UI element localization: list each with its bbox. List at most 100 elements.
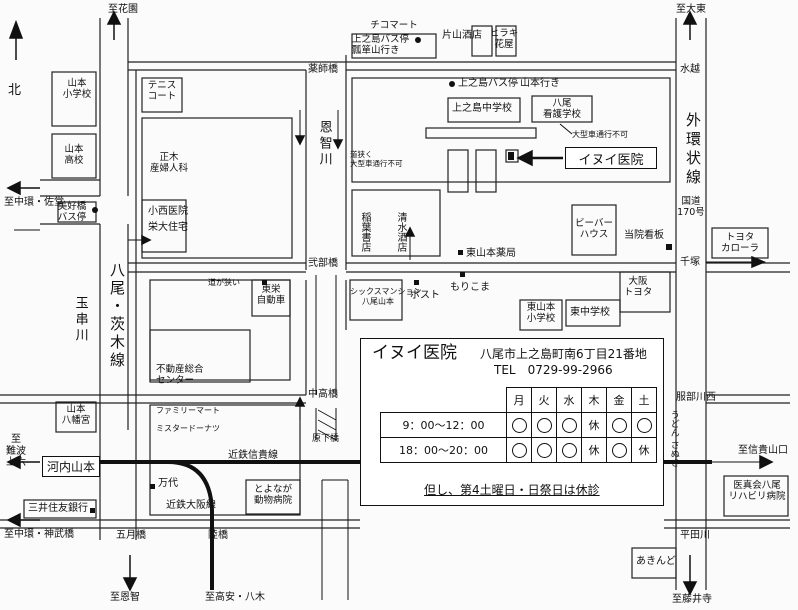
label-katayama-saketen: 片山酒店 [442,30,482,41]
hours-time-morning: 9：00～12：00 [380,412,507,438]
label-konishi-clinic: 小西医院 [148,206,188,217]
label-yamamoto-elem: 山本 小学校 [62,78,92,101]
label-masaki-clinic: 正木 産婦人科 [149,152,188,175]
mark-cell: 休 [631,437,657,463]
label-bubu-bridge: 弐部橋 [308,258,338,269]
mark-cell [506,412,532,438]
mark-cell [531,412,557,438]
label-mister-donut: ミスタードーナツ [156,424,220,433]
label-higashi-jhs: 東中学校 [570,307,610,318]
label-mandai: 万代 [158,478,178,489]
label-clinic-sign: 当院看板 [624,230,664,241]
label-kintetsu-shigi: 近鉄信貴線 [228,450,278,461]
label-nakatakahashi: 中高橋 [308,389,338,400]
dir-shigisanguchi: 至信貴山口 [738,445,788,456]
label-miyoshi-bus: 美好橋 バス停 [57,201,87,224]
label-rikubashi: 陸橋 [208,530,228,541]
label-toyonaga: とよなが 動物病院 [253,484,292,507]
mark-cell [531,437,557,463]
label-michi-semai: 道狭く 大型車通行不可 [350,150,403,168]
label-bus-kaminoshima-2: 上之島バス停 [458,78,518,89]
hours-row-evening: 18：00～20：00 休 休 [380,437,657,463]
label-akindo: あきんど [636,556,676,567]
clinic-name: イヌイ医院 [372,343,457,363]
mark-cell: 休 [581,437,607,463]
label-six-mansion: シックスマンション 八尾山本 [350,287,422,306]
open-circle-icon [536,442,552,458]
label-tennis-court: テニス コート [147,80,177,103]
label-higashiyamamoto-elem: 東山本 小学校 [526,302,556,325]
label-michi-semai-2: 道が狭い [208,278,240,287]
label-toyota-corolla: トヨタ カローラ [720,232,759,255]
label-yakushi-bridge: 薬師橋 [308,64,338,75]
north-label: 北 [8,83,22,98]
open-circle-icon [636,417,652,433]
mark-cell [556,437,582,463]
dir-onji: 至恩智 [110,592,140,603]
label-kawachi-yamamoto: 河内山本 [42,456,101,477]
label-hara-bridge: 原下橋 [312,434,340,444]
label-yamamoto-iki: 山本行き [520,78,560,89]
mark-cell [506,437,532,463]
day-mon: 月 [506,387,532,413]
dir-daito: 至大東 [676,4,706,15]
dir-fujiidera: 至藤井寺 [672,594,712,605]
label-onji-river: 恩智川 [316,120,332,168]
label-inaba-shoten: 稲葉書店 [359,212,370,252]
label-chizuka: 千塚 [680,257,700,268]
label-yao-ibaraki-line: 八尾・茨木線 [108,262,126,370]
day-wed: 水 [556,387,582,413]
dir-namba: 至 難波 上六 [6,434,26,468]
open-circle-icon [511,417,527,433]
label-osaka-toyota: 大阪 トヨタ [623,276,653,299]
hours-table: 月 火 水 木 金 土 9：00～12：00 休 18：00～20：00 休 休 [380,387,657,463]
mark-cell [606,437,632,463]
label-hiragi-kaya: ヒラキ 花屋 [489,28,519,51]
label-shimizu-saketen: 清水酒店 [395,212,406,252]
dir-chuo-sada: 至中環・佐堂 [4,197,64,208]
open-circle-icon [561,417,577,433]
mark-cell [556,412,582,438]
day-fri: 金 [606,387,632,413]
label-bus-kaminoshima-1: 上之島バス停 瓢箪山行き [352,34,410,57]
day-tue: 火 [531,387,557,413]
mark-cell: 休 [581,412,607,438]
label-gaikan: 外環状線 [684,112,702,188]
open-circle-icon [611,442,627,458]
label-kaminoshima-jhs: 上之島中学校 [452,103,512,114]
clinic-note: 但し、第4土曜日・日祭日は休診 [424,483,600,497]
clinic-tel: TEL 0729-99-2966 [494,363,613,377]
mark-cell [606,412,632,438]
mark-cell [631,412,657,438]
label-familymart: ファミリーマート [156,406,220,415]
clinic-callout: イヌイ医院 [565,147,657,169]
label-beaver-house: ビーバー ハウス [575,218,613,241]
open-circle-icon [536,417,552,433]
label-higashiyamamoto-pharmacy: 東山本薬局 [466,248,516,259]
open-circle-icon [611,417,627,433]
label-route170: 国道 170号 [677,196,705,219]
label-iryo-yao: 医真会八尾 リハビリ病院 [728,480,786,503]
label-hattori-kawanishi: 服部川西 [676,392,716,403]
label-chikomart: チコマート [370,20,418,31]
label-higashiei-jidosha: 東栄 自動車 [256,284,286,307]
label-mitsui-bank: 三井住友銀行 [28,503,88,514]
label-truck-no-entry: 大型車通行不可 [572,130,628,139]
label-eidai-housing: 栄大住宅 [148,222,188,233]
dir-hanazono: 至花園 [108,4,138,15]
label-morikoma: もりこま [450,282,490,293]
day-thu: 木 [581,387,607,413]
label-yao-nursing: 八尾 看護学校 [542,98,581,121]
open-circle-icon [511,442,527,458]
label-post: ポスト [410,290,440,301]
label-yamamoto-hs: 山本 高校 [64,144,84,167]
hours-time-evening: 18：00～20：00 [380,437,507,463]
hours-row-morning: 9：00～12：00 休 [380,412,657,438]
clinic-address: 八尾市上之島町南6丁目21番地 [480,347,647,361]
label-satsuki-bridge: 五月橋 [116,530,146,541]
label-udon: うどん さぬき [668,410,679,467]
label-hirata-river: 平田川 [680,530,710,541]
day-sat: 土 [631,387,657,413]
